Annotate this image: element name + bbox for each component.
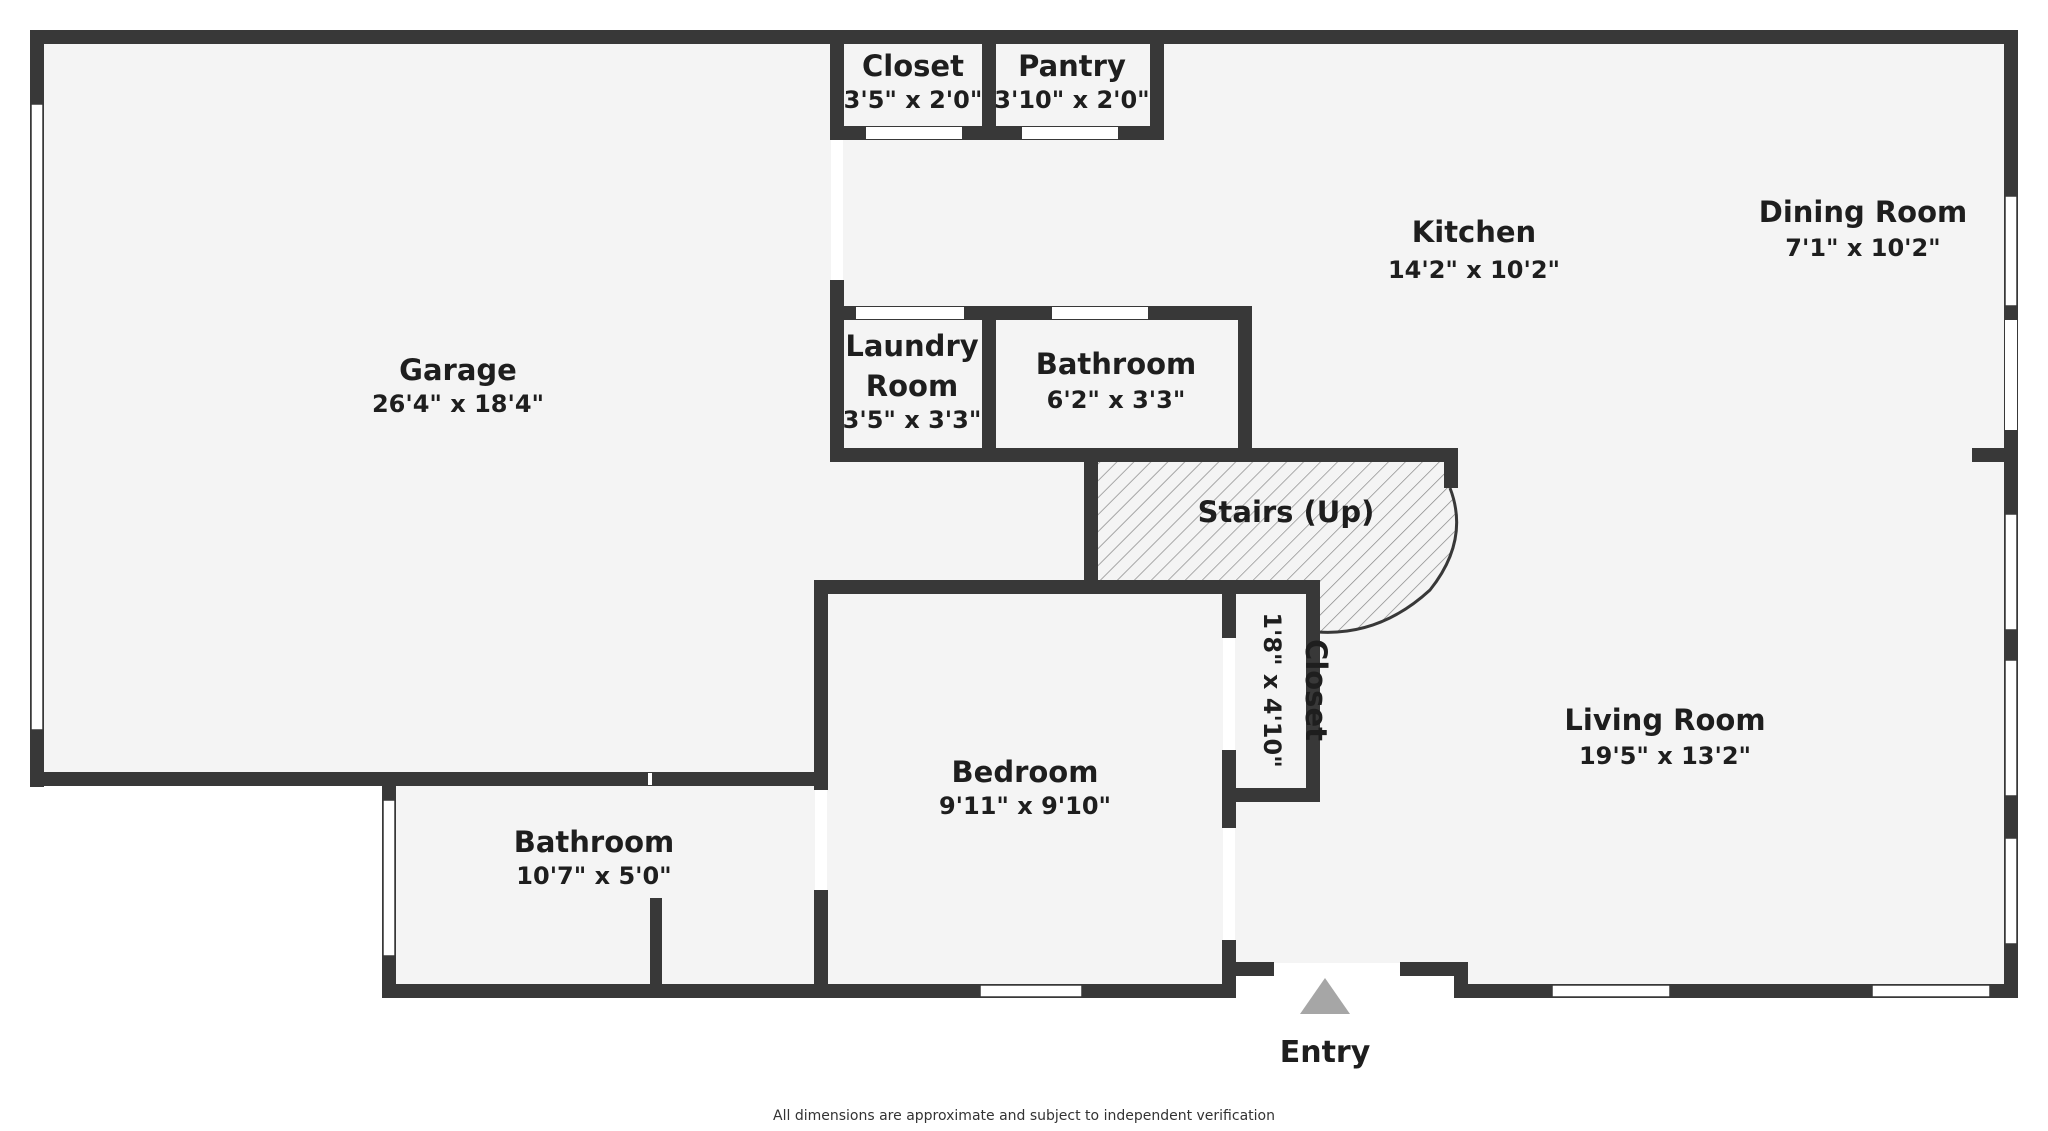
wall-closet-divider [982, 36, 996, 140]
bath-lower-dims: 10'7" x 5'0" [516, 862, 671, 890]
windows [30, 103, 2018, 998]
pantry-name: Pantry [1018, 49, 1126, 83]
laundry-name-2: Room [866, 369, 958, 403]
opening-kitchen-left [831, 140, 843, 280]
opening-bath-upper-top [1052, 307, 1148, 319]
wall-laundry-divider [982, 306, 996, 456]
closet-top-name: Closet [862, 49, 964, 83]
wall-living-stub [1972, 448, 2012, 462]
opening-dining-right [2005, 320, 2017, 430]
opening-laundry-top [856, 307, 964, 319]
closet-top-dims: 3'5" x 2'0" [844, 86, 983, 114]
bath-lower-name: Bathroom [514, 825, 675, 859]
stairs-name: Stairs (Up) [1198, 495, 1375, 529]
wall-bedroom-right [1222, 580, 1236, 638]
floor-main [30, 36, 2012, 990]
bedroom-name: Bedroom [952, 755, 1099, 789]
kitchen-dims: 14'2" x 10'2" [1388, 256, 1560, 284]
dining-dims: 7'1" x 10'2" [1785, 234, 1940, 262]
bath-upper-dims: 6'2" x 3'3" [1047, 386, 1186, 414]
wall-bedroom-top [814, 580, 1320, 594]
dining-name: Dining Room [1759, 195, 1968, 229]
wall-top [30, 30, 2018, 44]
opening-bath-right [815, 790, 827, 890]
wall-stairs-right-stub [1444, 448, 1458, 488]
window-bath-left [382, 799, 396, 957]
garage-name: Garage [399, 353, 517, 387]
laundry-dims: 3'5" x 3'3" [843, 406, 982, 434]
window-living-right-2 [2004, 659, 2018, 797]
floor-fills [30, 36, 2012, 990]
wall-laundry-left [830, 280, 844, 462]
garage-dims: 26'4" x 18'4" [372, 390, 544, 418]
pantry-dims: 3'10" x 2'0" [994, 86, 1149, 114]
wall-bath-divider [650, 898, 662, 984]
opening-bedroom-right-2 [1223, 828, 1235, 940]
wall-closet-right [1306, 580, 1320, 802]
living-name: Living Room [1564, 703, 1765, 737]
window-living-bottom-1 [1551, 984, 1671, 998]
wall-pantry-right [1150, 36, 1164, 140]
opening-bedroom-right-1 [1223, 638, 1235, 750]
window-living-right-1 [2004, 513, 2018, 631]
kitchen-name: Kitchen [1412, 215, 1536, 249]
wall-bedroom-left [814, 580, 828, 790]
wall-closet-bottom [1222, 788, 1320, 802]
laundry-name-1: Laundry [845, 329, 978, 363]
footer-disclaimer: All dimensions are approximate and subje… [773, 1108, 1275, 1124]
wall-bottom-left [382, 984, 1234, 998]
living-dims: 19'5" x 13'2" [1579, 742, 1751, 770]
window-living-bottom-2 [1871, 984, 1991, 998]
stairs-curve [1317, 487, 1459, 634]
door-openings [648, 127, 2017, 975]
window-bedroom-bottom [979, 984, 1083, 998]
window-living-right-3 [2004, 837, 2018, 945]
wall-stairs-top [830, 448, 1458, 462]
wall-bath-upper-right [1238, 306, 1252, 456]
opening-closet-bottom [866, 127, 962, 139]
wall-entry-left [1222, 962, 1274, 976]
window-garage-left [30, 103, 44, 731]
wall-entry-right [1400, 962, 1468, 976]
closet-mid-name: Closet [1299, 639, 1333, 741]
window-dining-right [2004, 195, 2018, 307]
stairs-area [1097, 462, 1457, 633]
bath-upper-name: Bathroom [1036, 347, 1197, 381]
wall-closet-left [830, 36, 844, 140]
bedroom-dims: 9'11" x 9'10" [939, 792, 1111, 820]
entry-label: Entry [1280, 1035, 1371, 1070]
wall-stairs-left [1084, 452, 1098, 587]
opening-entry [1274, 963, 1400, 975]
closet-mid-dims: 1'8" x 4'10" [1258, 612, 1286, 767]
opening-pantry-bottom [1022, 127, 1118, 139]
opening-garage-bottom [648, 773, 652, 785]
room-labels: Garage 26'4" x 18'4" Closet 3'5" x 2'0" … [372, 49, 1967, 1124]
wall-bedroom-left-lower [814, 890, 828, 990]
wall-garage-bottom [30, 772, 820, 786]
entry-arrow-icon [1300, 978, 1350, 1014]
